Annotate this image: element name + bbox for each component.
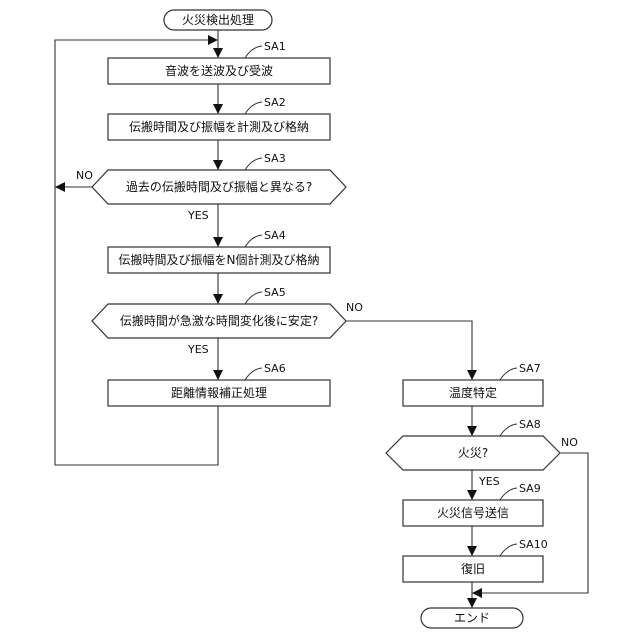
leader-sa8 <box>500 424 517 436</box>
arrowhead-sa6 <box>213 370 223 380</box>
sa9-label: 火災信号送信 <box>437 505 509 520</box>
leader-sa4 <box>245 235 262 247</box>
step-label-sa2: SA2 <box>264 96 286 109</box>
node-start: 火災検出処理 <box>164 10 272 30</box>
node-end: エンド <box>421 608 523 628</box>
node-sa7: 温度特定 <box>403 380 543 406</box>
step-label-sa7: SA7 <box>519 362 541 375</box>
leader-sa3 <box>245 158 262 170</box>
edge-sa5-no <box>345 321 472 380</box>
node-sa4: 伝搬時間及び振幅をN個計測及び格納 <box>108 247 330 273</box>
branch-label-sa5-yes: YES <box>187 343 209 356</box>
arrowhead-sa7 <box>467 370 477 380</box>
sa3-label: 過去の伝搬時間及び振幅と異なる? <box>126 179 312 194</box>
leader-sa6 <box>245 368 262 380</box>
arrowhead-end <box>467 598 477 608</box>
arrowhead-sa3 <box>213 160 223 170</box>
node-sa10: 復旧 <box>403 556 543 582</box>
branch-label-sa5-no: NO <box>346 301 363 314</box>
arrowhead-sa3-no <box>55 182 65 192</box>
step-label-sa4: SA4 <box>264 229 286 242</box>
node-sa3: 過去の伝搬時間及び振幅と異なる? <box>92 170 346 204</box>
sa4-label: 伝搬時間及び振幅をN個計測及び格納 <box>119 252 320 267</box>
step-label-sa1: SA1 <box>264 40 286 53</box>
sa1-label: 音波を送波及び受波 <box>165 63 273 78</box>
sa2-label: 伝搬時間及び振幅を計測及び格納 <box>129 119 309 134</box>
node-sa1: 音波を送波及び受波 <box>108 58 330 84</box>
leader-sa1 <box>245 46 262 58</box>
leader-sa7 <box>500 368 517 380</box>
sa8-label: 火災? <box>458 446 488 460</box>
step-label-sa3: SA3 <box>264 152 286 165</box>
branch-label-sa8-no: NO <box>561 436 578 449</box>
arrowhead-sa2 <box>213 104 223 114</box>
branch-label-sa3-yes: YES <box>187 209 209 222</box>
branch-label-sa3-no: NO <box>76 169 93 182</box>
arrowhead-sa4 <box>213 237 223 247</box>
node-sa8: 火災? <box>386 436 560 470</box>
node-sa5: 伝搬時間が急激な時間変化後に安定? <box>92 304 346 338</box>
step-label-sa8: SA8 <box>519 418 541 431</box>
sa6-label: 距離情報補正処理 <box>171 386 267 400</box>
arrowhead-sa5 <box>213 294 223 304</box>
sa7-label: 温度特定 <box>449 385 497 400</box>
start-label: 火災検出処理 <box>182 13 254 27</box>
node-sa2: 伝搬時間及び振幅を計測及び格納 <box>108 114 330 140</box>
end-label: エンド <box>454 611 490 625</box>
step-label-sa9: SA9 <box>519 482 541 495</box>
arrowhead-loop-return <box>208 35 218 45</box>
leader-sa2 <box>245 102 262 114</box>
arrowhead-sa10 <box>467 546 477 556</box>
arrowhead-sa8-no <box>472 588 482 598</box>
sa5-label: 伝搬時間が急激な時間変化後に安定? <box>120 313 318 328</box>
leader-sa9 <box>500 488 517 500</box>
step-label-sa5: SA5 <box>264 286 286 299</box>
node-sa9: 火災信号送信 <box>403 500 543 526</box>
arrowhead-sa9 <box>467 490 477 500</box>
node-sa6: 距離情報補正処理 <box>108 380 330 406</box>
sa10-label: 復旧 <box>461 561 485 576</box>
step-label-sa6: SA6 <box>264 362 286 375</box>
arrowhead-sa1 <box>213 48 223 58</box>
branch-label-sa8-yes: YES <box>478 475 500 488</box>
arrowhead-sa8 <box>467 426 477 436</box>
leader-sa5 <box>245 292 262 304</box>
step-label-sa10: SA10 <box>519 538 548 551</box>
leader-sa10 <box>500 544 517 556</box>
